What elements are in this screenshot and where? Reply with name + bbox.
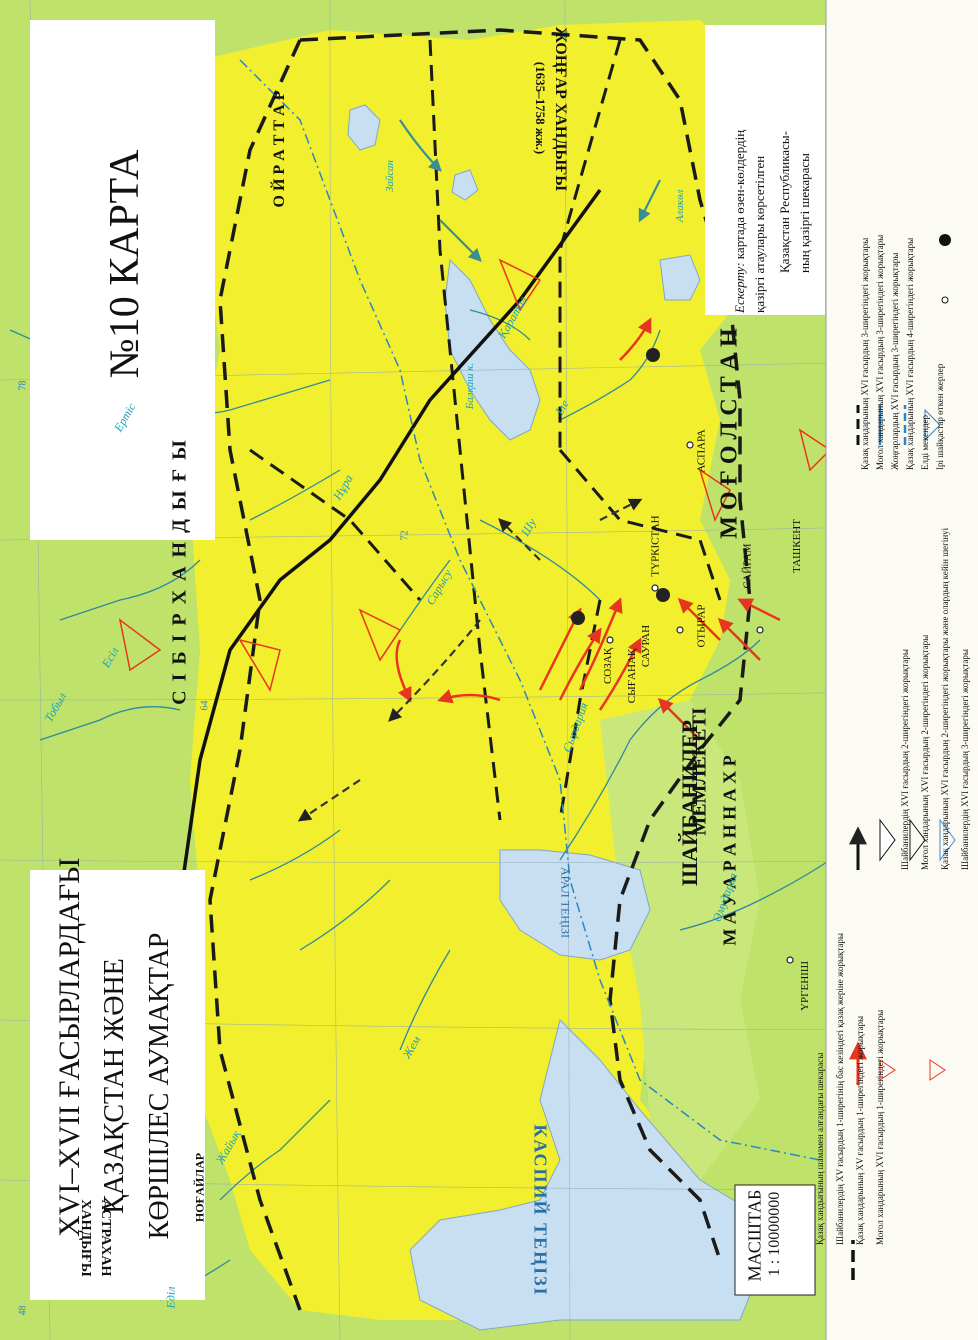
river-tobyl xyxy=(39,706,181,741)
title-box-bg xyxy=(30,870,205,1300)
label-river-edil: Еділ xyxy=(163,1286,178,1309)
label-shaybani-state-2: МЕМЛЕКЕТІ xyxy=(688,707,711,836)
legend-col3-item3: Жоңғарлардың XVI ғасырдың 3-ширегіндегі … xyxy=(890,252,900,470)
jungar-campaign-arrows xyxy=(399,119,661,262)
label-city-sairam: САЙРАМ xyxy=(741,543,754,589)
alakol-lake xyxy=(659,254,701,301)
label-nogai: НОҒАЙЛАР xyxy=(192,1152,207,1223)
label-mogolstan: М О Ғ О Л С Т А Н xyxy=(716,328,743,539)
legend-col2-item2: Моғол хандарының XVI ғасырдың 2-ширегінд… xyxy=(920,634,930,870)
river-ile xyxy=(559,329,661,421)
shaybanid-route xyxy=(178,188,602,901)
legend-col3-item6: Ірі шайқастар өткен жерлер xyxy=(935,363,945,470)
label-jungar-years: (1635–1758 жж.) xyxy=(533,61,548,155)
label-astrakhan-2: ХАНДЫҒЫ xyxy=(78,1199,93,1277)
label-sibir-khanate: С І Б І Р Х А Н Д Ы Ғ Ы xyxy=(168,438,191,705)
note-border-label2: ның қазіргі шекарасы xyxy=(797,153,812,273)
scale-label: МАСШТАБ xyxy=(744,1189,765,1282)
label-city-turkistan: ТҮРКІСТАН xyxy=(649,515,662,577)
label-jungar-khanate: ЖОҢҒАР ХАНДЫҒЫ xyxy=(552,27,569,191)
legend-col3-item4: Қазақ хандарының XVI ғасырдың 4-ширегінд… xyxy=(905,237,915,470)
river-misc-1 xyxy=(249,829,341,881)
legend-col3-item5: Елді мекендер xyxy=(920,414,930,470)
legend-col2-item3: Қазақ хандарының XVI ғасырдың 2-ширегінд… xyxy=(940,527,950,870)
meridian-64: 64 xyxy=(199,700,211,711)
kazakh-khanate-border xyxy=(299,28,752,1261)
kazakh-campaign-arrows xyxy=(395,317,781,741)
label-astrakhan-1: АСТРАХАН xyxy=(98,1199,113,1277)
kazakh-khanate-border-west xyxy=(208,39,302,1311)
river-syrdarya xyxy=(559,639,761,861)
label-city-otyrar: ОТЫРАР xyxy=(695,604,708,648)
river-karatal xyxy=(469,309,531,341)
note-line1: Ескерту: картада өзен-көлдердің xyxy=(732,23,748,313)
small-lake xyxy=(451,169,479,201)
river-esil xyxy=(59,559,201,621)
label-city-sauran: САУРАН xyxy=(640,624,653,668)
legend-col1-item2: Шайбанилердің XV ғасырдың 1-ширегінің ба… xyxy=(835,933,845,1245)
legend-col1-item4: Моғол хандарының XVI ғасырдың 1-ширегінд… xyxy=(875,1009,885,1245)
legend-col3-item1: Қазақ хандарының XVI ғасырдың 3-ширегінд… xyxy=(860,237,870,470)
label-oiraty: О Й Р А Т Т А Р xyxy=(271,90,288,208)
note-text1: картада өзен-көлдердің xyxy=(732,129,747,260)
scale-box-bg xyxy=(734,1184,816,1296)
legend-col2-item1: Шайбанилердің XVI ғасырдың 2-ширегіндегі… xyxy=(900,649,910,870)
meridian-72: 72 xyxy=(399,530,411,541)
label-aral-sea: АРАЛ ТЕҢІЗІ xyxy=(558,867,573,938)
battle-markers xyxy=(571,348,670,625)
label-balkhash: Балқаш к. xyxy=(464,362,476,410)
map-title-line3: КӨРШІЛЕС АУМАҚТАР xyxy=(144,932,175,1240)
legend-col1-item1: Қазақ хандығының шамамен алғандағы шекар… xyxy=(815,1052,825,1245)
label-zaisan: Зайсан xyxy=(384,160,396,193)
label-city-urgench: ҮРГЕНІШ xyxy=(798,961,811,1011)
legend-bg xyxy=(826,0,978,1340)
label-city-sozak: СОЗАҚ xyxy=(602,647,615,685)
shaybani-lowland xyxy=(600,700,760,1180)
label-city-tashkent: ТАШКЕНТ xyxy=(790,519,803,573)
river-misc-2 xyxy=(299,879,391,951)
kazakh-campaign-fans xyxy=(118,258,832,692)
mogol-campaign-arrows xyxy=(297,498,643,822)
label-caspian-sea: КАСПИЙ ТЕҢІЗІ xyxy=(530,1124,551,1297)
number-box-bg xyxy=(30,20,215,540)
meridian-78: 78 xyxy=(17,380,29,391)
legend-col1-item3: Қазақ хандарының XV ғасырдың 1-ширегінде… xyxy=(855,1015,865,1245)
legend-col2-item4: Шайбанилердің XVI ғасырдың 3-ширегіндегі… xyxy=(960,649,970,870)
legend-col3-item2: Моғол хандарының XVI ғасырдың 3-ширегінд… xyxy=(875,234,885,470)
label-mauaraunahr: М А У А Р А Н Н А Х Р xyxy=(719,755,740,946)
label-city-syganak: СЫҒАНАҚ xyxy=(626,648,639,704)
meridian-48: 48 xyxy=(17,1305,29,1316)
aral-sea xyxy=(499,849,651,961)
scale-value: 1 : 10000000 xyxy=(766,1191,783,1277)
note-box-bg xyxy=(705,25,825,315)
kazakh-khanate-territory xyxy=(190,20,760,1320)
modern-border xyxy=(239,59,821,1161)
note-border-label1: Қазақстан Республикасы- xyxy=(777,131,792,273)
river-amudarya xyxy=(679,859,831,931)
caspian-sea xyxy=(409,1019,761,1331)
map-number: №10 КАРТА xyxy=(102,149,148,379)
note-line2: қазіргі атаулары көрсетілген xyxy=(752,155,767,313)
river-zhem xyxy=(399,949,451,1051)
zaisan-lake xyxy=(347,104,381,151)
settlement-markers xyxy=(606,441,794,964)
label-alakol: Алакөл xyxy=(674,189,686,223)
river-zhaiyk xyxy=(219,1099,331,1201)
label-city-aspara: АСПАРА xyxy=(695,429,708,473)
river-shu xyxy=(479,519,601,601)
legend-symbols xyxy=(849,234,956,1280)
river-nura xyxy=(249,469,341,521)
